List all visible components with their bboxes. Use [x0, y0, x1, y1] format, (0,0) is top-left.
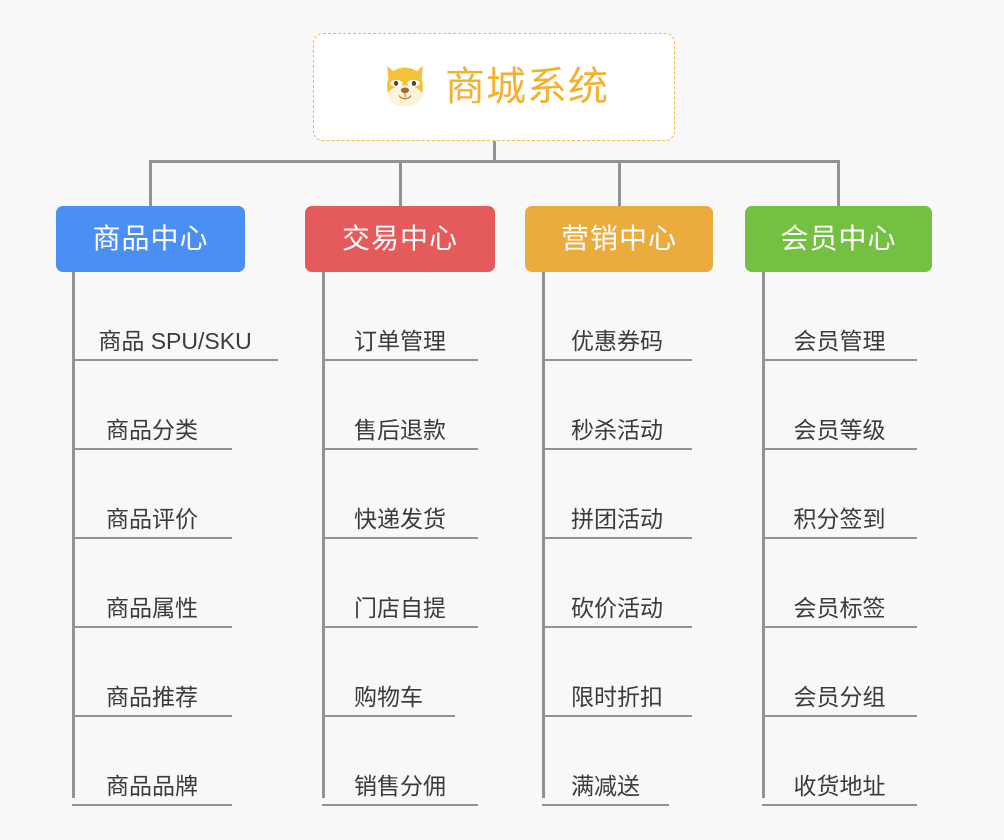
leaf-spine-4	[762, 272, 765, 798]
leaf-spine-1	[72, 272, 75, 798]
leaf-item-label: 满减送	[571, 772, 640, 799]
leaf-item[interactable]: 商品品牌	[72, 717, 232, 806]
leaf-item-label: 会员标签	[793, 594, 886, 621]
leaf-item[interactable]: 商品属性	[72, 539, 232, 628]
leaf-item-label: 积分签到	[793, 505, 886, 532]
leaf-item[interactable]: 商品评价	[72, 450, 232, 539]
leaf-item-label: 商品评价	[106, 505, 198, 532]
leaf-item-label: 拼团活动	[571, 505, 663, 532]
leaf-item-label: 商品推荐	[106, 683, 198, 710]
leaf-item-label: 会员等级	[793, 416, 886, 443]
category-box-营销中心[interactable]: 营销中心	[525, 206, 713, 272]
leaf-item-label: 快递发货	[354, 505, 446, 532]
category-label: 营销中心	[560, 223, 677, 254]
leaf-item[interactable]: 优惠券码	[542, 272, 692, 361]
leaf-spine-3	[542, 272, 545, 798]
leaf-item[interactable]: 快递发货	[322, 450, 478, 539]
category-label: 商品中心	[92, 223, 209, 254]
leaf-item-label: 砍价活动	[571, 594, 663, 621]
leaf-item-label: 商品属性	[106, 594, 198, 621]
branch-drop-connector-1	[149, 160, 152, 206]
leaf-item[interactable]: 会员等级	[762, 361, 917, 450]
category-box-会员中心[interactable]: 会员中心	[745, 206, 932, 272]
leaf-item[interactable]: 积分签到	[762, 450, 917, 539]
leaf-item[interactable]: 会员标签	[762, 539, 917, 628]
leaf-item-label: 订单管理	[354, 327, 446, 354]
leaf-item[interactable]: 售后退款	[322, 361, 478, 450]
leaf-item-label: 门店自提	[354, 594, 446, 621]
leaf-item-label: 秒杀活动	[571, 416, 663, 443]
leaf-item[interactable]: 商品 SPU/SKU	[72, 272, 278, 361]
branch-drop-connector-2	[399, 160, 402, 206]
leaf-spine-2	[322, 272, 325, 798]
leaf-item[interactable]: 订单管理	[322, 272, 478, 361]
branch-drop-connector-4	[837, 160, 840, 206]
leaf-item-label: 商品品牌	[106, 772, 198, 799]
dog-face-icon	[387, 65, 423, 107]
leaf-item[interactable]: 销售分佣	[322, 717, 478, 806]
category-label: 会员中心	[780, 223, 897, 254]
leaf-item-label: 优惠券码	[571, 327, 663, 354]
category-label: 交易中心	[341, 223, 458, 254]
leaf-item[interactable]: 会员管理	[762, 272, 917, 361]
leaf-item-label: 会员分组	[793, 683, 886, 710]
leaf-item[interactable]: 限时折扣	[542, 628, 692, 717]
category-box-商品中心[interactable]: 商品中心	[56, 206, 245, 272]
root-stem-connector	[493, 141, 496, 163]
root-title: 商城系统	[445, 65, 609, 109]
leaf-item[interactable]: 商品推荐	[72, 628, 232, 717]
leaf-item[interactable]: 商品分类	[72, 361, 232, 450]
leaf-item[interactable]: 收货地址	[762, 717, 917, 806]
leaf-item[interactable]: 秒杀活动	[542, 361, 692, 450]
leaf-item-label: 销售分佣	[354, 772, 446, 799]
leaf-item-label: 限时折扣	[571, 683, 663, 710]
leaf-item[interactable]: 拼团活动	[542, 450, 692, 539]
leaf-item[interactable]: 购物车	[322, 628, 455, 717]
branch-bus-connector	[149, 160, 840, 163]
leaf-item-label: 收货地址	[793, 772, 886, 799]
leaf-item[interactable]: 砍价活动	[542, 539, 692, 628]
leaf-item-label: 会员管理	[793, 327, 886, 354]
category-box-交易中心[interactable]: 交易中心	[305, 206, 495, 272]
leaf-item-label: 商品 SPU/SKU	[98, 327, 252, 354]
leaf-item-label: 售后退款	[354, 416, 446, 443]
leaf-item-label: 购物车	[354, 683, 423, 710]
leaf-item-label: 商品分类	[106, 416, 198, 443]
leaf-item[interactable]: 会员分组	[762, 628, 917, 717]
leaf-item[interactable]: 满减送	[542, 717, 669, 806]
branch-drop-connector-3	[618, 160, 621, 206]
leaf-item[interactable]: 门店自提	[322, 539, 478, 628]
root-node[interactable]: 商城系统	[313, 33, 675, 141]
